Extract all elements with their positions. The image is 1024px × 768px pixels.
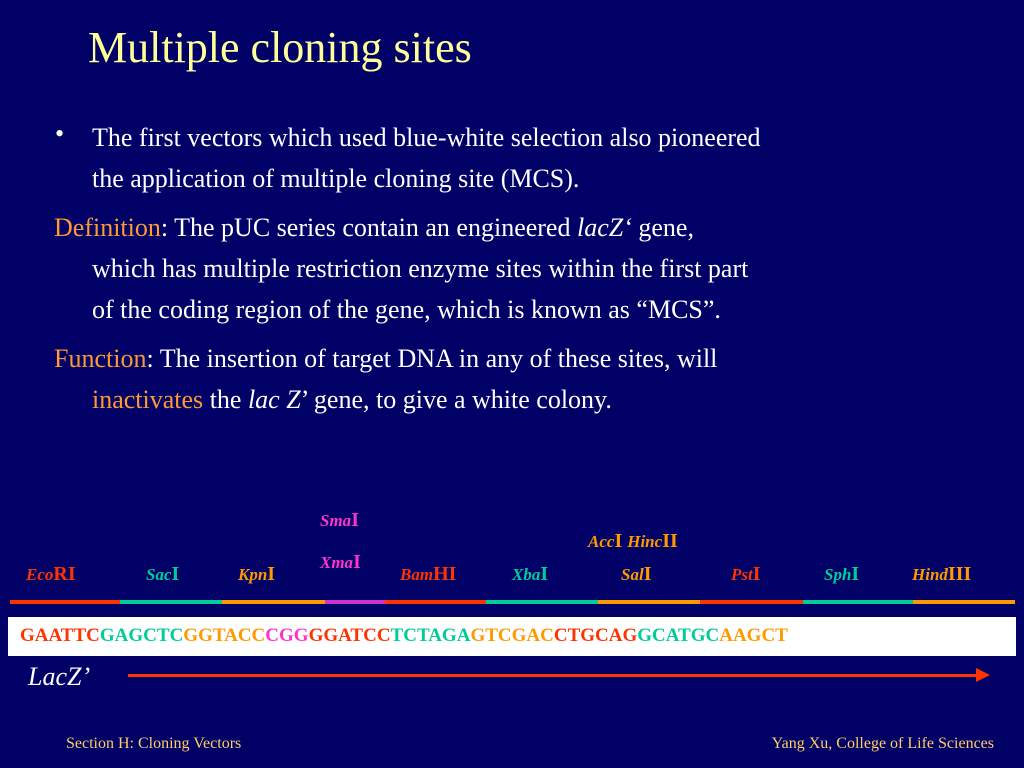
definition-line-3: of the coding region of the gene, which … [92,295,721,324]
bullet-line-2: the application of multiple cloning site… [92,164,580,193]
function-text: : The insertion of target DNA in any of … [146,344,718,373]
function-line-2: inactivates the lac Z’ gene, to give a w… [92,379,612,420]
seq-smai: CGG [265,625,309,646]
definition-gene-italic: lacZ‘ [576,213,632,242]
site-bar-hindiii [913,600,1015,604]
seq-sphi: GCATGC [637,625,720,646]
footer-author: Yang Xu, College of Life Sciences [771,735,994,752]
mcs-sequence: GAATTCGAGCTCGGTACCCGGGGATCCTCTAGAGTCGACC… [20,625,788,647]
seq-ecori: GAATTC [20,625,100,646]
enzyme-xbai: XbaI [512,563,549,585]
site-bar-sphi [803,600,913,604]
seq-psti: CTGCAG [553,625,638,646]
bullet-line-1: The first vectors which used blue-white … [92,123,761,152]
site-bar-sali [598,600,700,604]
seq-sali: GTCGAC [470,625,554,646]
site-bar-xbai [486,600,598,604]
definition-line-1: Definition: The pUC series contain an en… [54,207,694,248]
enzyme-xmai: XmaI [320,551,361,573]
function-gene-italic: lac Z [247,385,301,414]
site-bar-ecori [10,600,120,604]
site-bar-saci [120,600,222,604]
site-bar-psti [700,600,803,604]
definition-text-b: gene, [631,213,694,242]
enzyme-hindiii: HindIII [912,563,972,585]
function-label: Function [54,344,147,373]
function-inactivates: inactivates [92,385,204,414]
seq-saci: GAGCTC [99,625,184,646]
enzyme-ecori: EcoRI [26,563,76,585]
seq-xbai: TCTAGA [390,625,471,646]
enzyme-kpni: KpnI [238,563,276,585]
bullet-marker: • [55,119,65,148]
enzyme-bamhi: BamHI [400,563,457,585]
site-bar-smai [325,600,385,604]
enzyme-sali: SalI [621,563,652,585]
seq-kpni: GGTACC [183,625,266,646]
enzyme-saci: SacI [146,563,180,585]
site-bar-kpni [222,600,325,604]
enzyme-sphi: SphI [824,563,860,585]
lacz-arrow-line [128,674,980,677]
footer-section: Section H: Cloning Vectors [66,735,242,752]
definition-text-a: : The pUC series contain an engineered [160,213,577,242]
sequence-box: GAATTCGAGCTCGGTACCCGGGGATCCTCTAGAGTCGACC… [8,617,1016,656]
enzyme-smai: SmaI [320,509,359,531]
seq-bamhi: GGATCC [308,625,391,646]
function-text-b: ’ gene, to give a white colony. [300,385,612,414]
definition-line-2: which has multiple restriction enzyme si… [92,254,749,283]
site-bar-bamhi [385,600,486,604]
enzyme-acci-hincii: AccI HincII [588,530,678,552]
function-line-1: Function: The insertion of target DNA in… [54,338,717,379]
lacz-label: LacZ’ [28,662,91,691]
seq-hindiii: AAGCT [719,625,788,646]
definition-label: Definition [54,213,161,242]
slide-title: Multiple cloning sites [88,23,472,72]
enzyme-psti: PstI [731,563,761,585]
arrow-right-icon [976,668,990,682]
function-text-a: the [203,385,248,414]
